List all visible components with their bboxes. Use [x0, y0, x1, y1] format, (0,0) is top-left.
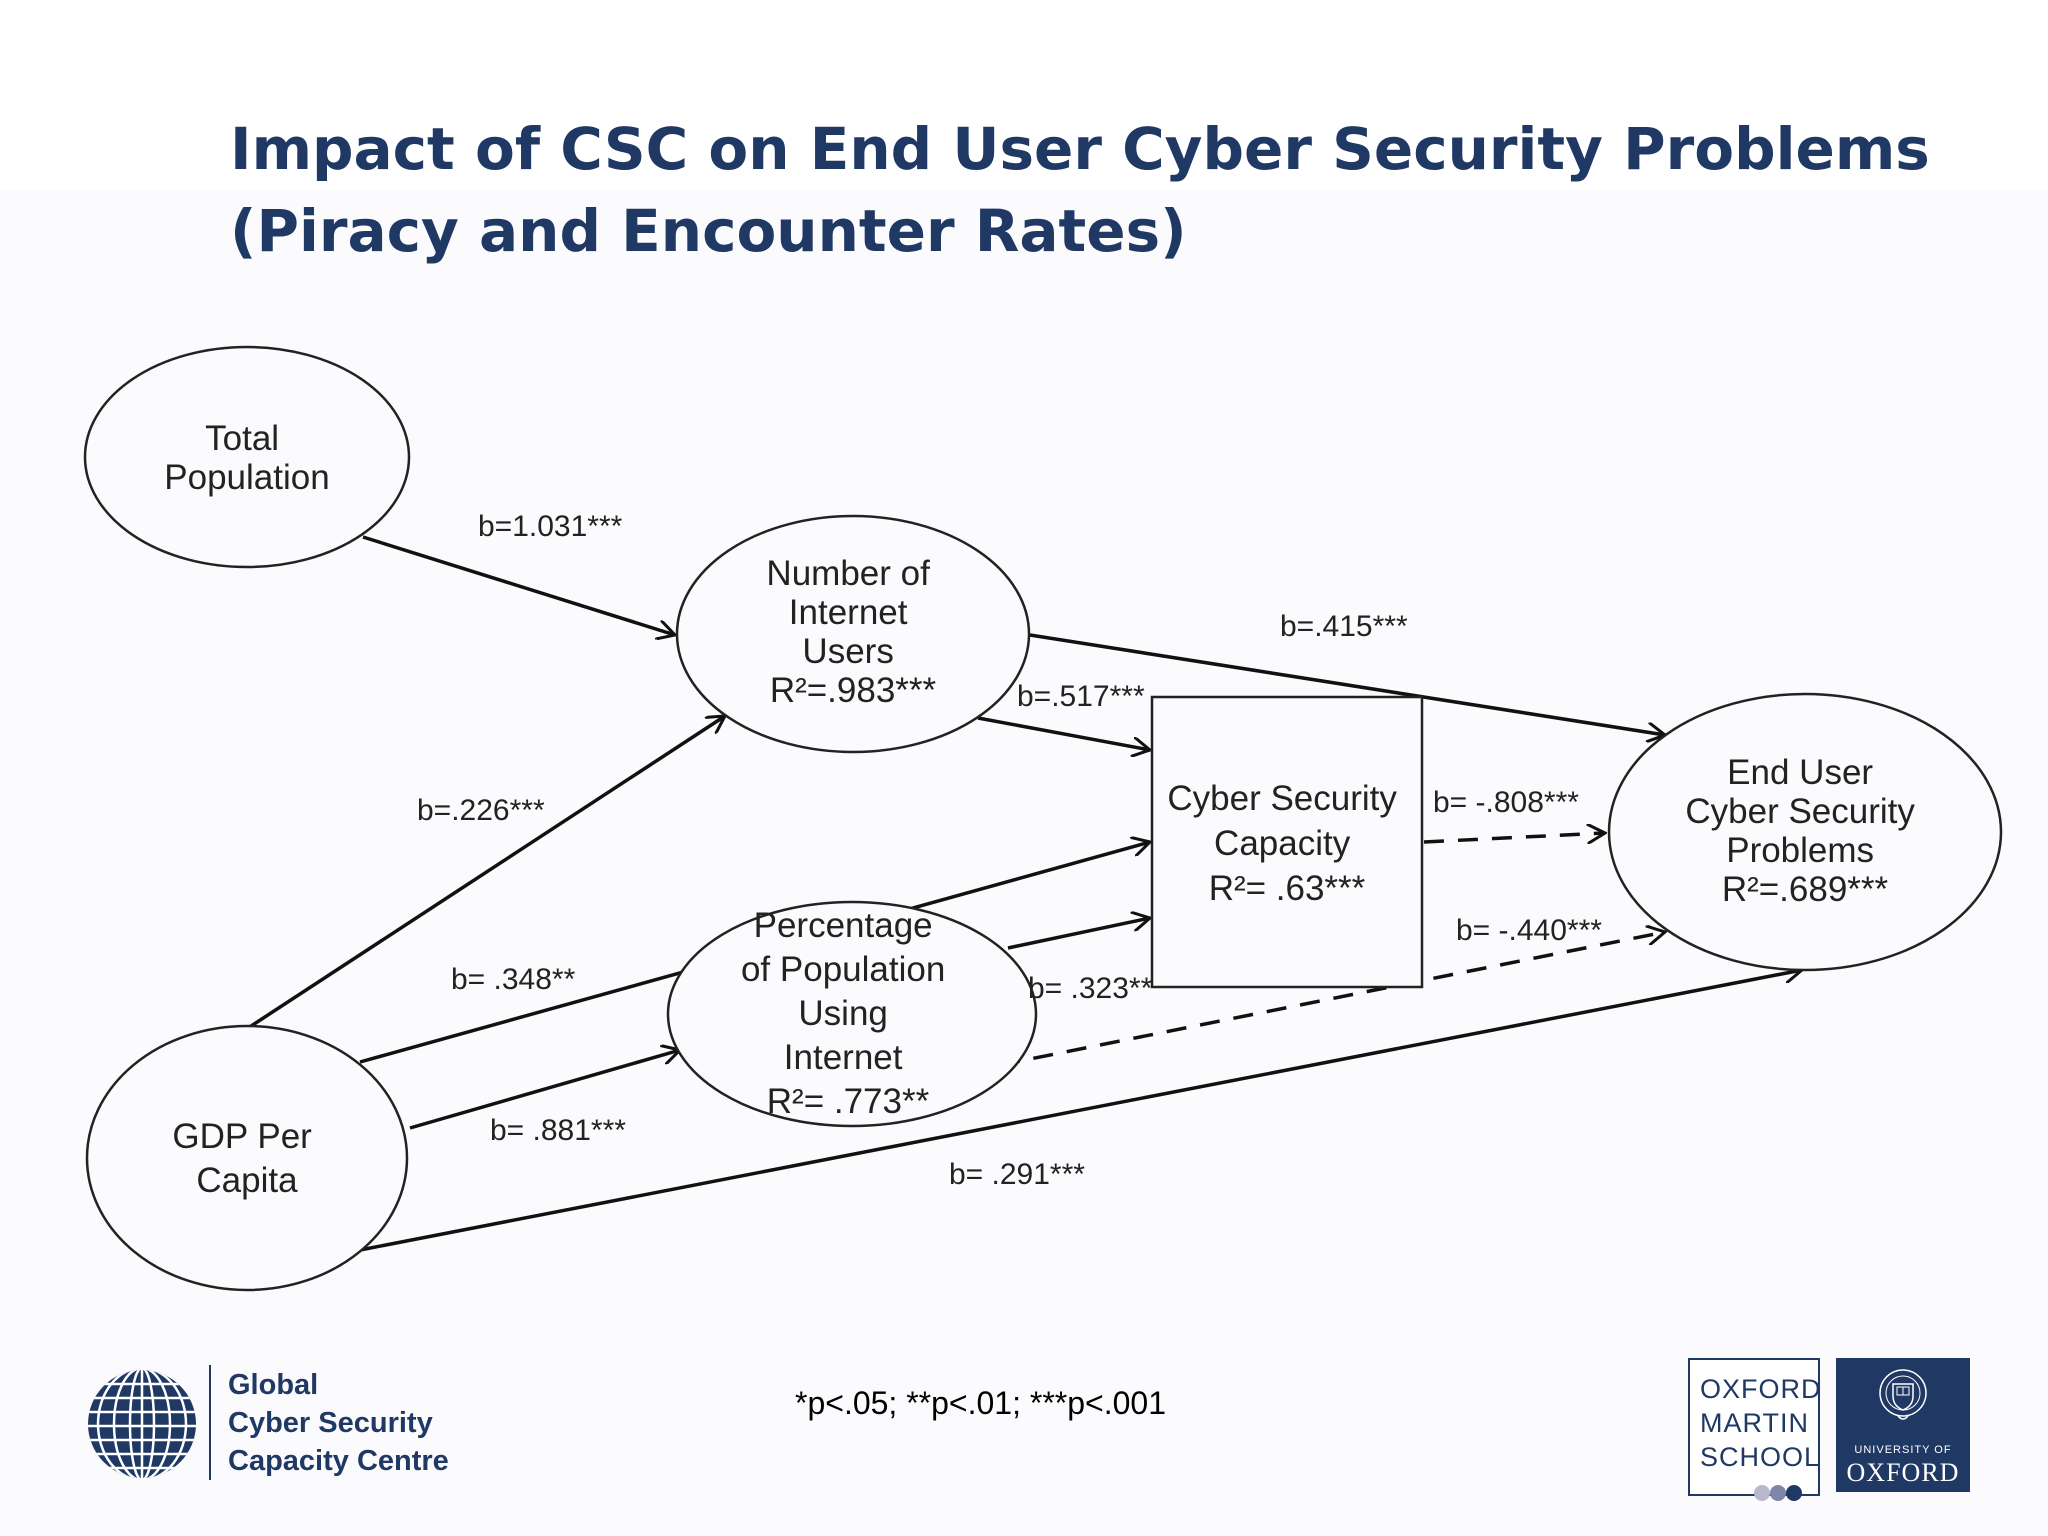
gcscc-line: Global — [228, 1369, 319, 1401]
logo-divider — [209, 1365, 211, 1480]
label-line: Users — [802, 632, 893, 671]
label-line: Total — [205, 419, 279, 458]
gcscc-wordmark: Global Cyber Security Capacity Centre — [228, 1366, 449, 1480]
label-line: Internet — [784, 1038, 903, 1077]
label-line: R²= .63*** — [1209, 869, 1366, 908]
oms-wordmark: OXFORD MARTIN SCHOOL — [1700, 1372, 1822, 1474]
label-line: Cyber Security — [1685, 792, 1915, 831]
edge-label-csc-to-enduser: b= -.808*** — [1433, 786, 1579, 819]
edge-users-to-csc — [977, 716, 1150, 750]
node-internet-users — [675, 514, 1031, 754]
label-line: Population — [164, 458, 329, 497]
oxford-text: OXFORD — [1846, 1458, 1960, 1487]
label-line: End User — [1727, 753, 1873, 792]
node-csc — [1150, 695, 1424, 989]
node-end-user-label: End User Cyber Security Problems R²=.689… — [1685, 753, 1924, 909]
dots-icon — [1754, 1485, 1802, 1501]
node-gdp-label: GDP Per Capita — [172, 1117, 321, 1200]
label-line: Using — [798, 994, 887, 1033]
oms-line: OXFORD — [1700, 1374, 1822, 1404]
diagram-panel: Total Population GDP Per Capita Number o… — [0, 190, 2048, 1536]
node-percent-internet-label: Percentage of Population Using Internet … — [741, 906, 955, 1121]
node-total-population-label: Total Population — [164, 419, 329, 497]
label-line: Problems — [1726, 831, 1874, 870]
oms-line: MARTIN — [1700, 1408, 1810, 1438]
label-line: R²= .773** — [767, 1082, 930, 1121]
edge-label-pop-to-users: b=1.031*** — [478, 510, 623, 543]
label-line: of Population — [741, 950, 945, 989]
label-line: Capita — [196, 1161, 298, 1200]
edge-pop-to-users — [362, 535, 675, 635]
edge-label-percent-to-csc: b= .323** — [1028, 972, 1153, 1005]
oxford-martin-school-logo: OXFORD MARTIN SCHOOL — [1688, 1358, 1822, 1501]
edge-label-users-to-csc: b=.517*** — [1017, 680, 1145, 713]
label-line: R²=.689*** — [1722, 870, 1889, 909]
university-of-oxford-logo: UNIVERSITY OF OXFORD — [1836, 1358, 1970, 1492]
edge-label-gdp-to-enduser: b= .291*** — [949, 1158, 1085, 1191]
edge-gdp-to-enduser — [359, 970, 1802, 1252]
path-diagram: Total Population GDP Per Capita Number o… — [83, 345, 2003, 1292]
node-percent-internet — [666, 900, 1038, 1128]
page-title: Impact of CSC on End User Cyber Security… — [230, 108, 1930, 272]
label-line: Cyber Security — [1167, 779, 1397, 818]
edge-gdp-to-users — [244, 716, 725, 1032]
title-line-1: Impact of CSC on End User Cyber Security… — [230, 115, 1930, 183]
edge-label-gdp-to-csc: b= .348** — [451, 963, 576, 996]
edge-gdp-to-percent — [409, 1050, 680, 1130]
gcscc-line: Capacity Centre — [228, 1445, 449, 1477]
oms-line: SCHOOL — [1700, 1442, 1821, 1472]
edge-label-gdp-to-percent: b= .881*** — [490, 1114, 626, 1147]
node-csc-label: Cyber Security Capacity R²= .63*** — [1167, 779, 1406, 908]
edge-label-users-to-enduser: b=.415*** — [1280, 610, 1408, 643]
label-line: GDP Per — [172, 1117, 312, 1156]
globe-icon — [88, 1370, 196, 1478]
crest-icon — [1879, 1369, 1927, 1420]
edge-users-to-enduser — [1029, 633, 1665, 735]
edge-csc-to-enduser — [1423, 833, 1605, 842]
label-line: Percentage — [754, 906, 933, 945]
edge-label-gdp-to-users: b=.226*** — [417, 794, 545, 827]
edge-label-percent-to-enduser: b= -.440*** — [1456, 914, 1602, 947]
significance-footnote: *p<.05; **p<.01; ***p<.001 — [795, 1385, 1166, 1421]
edge-percent-to-enduser — [999, 932, 1665, 1067]
gcscc-line: Cyber Security — [228, 1407, 433, 1439]
label-line: R²=.983*** — [770, 671, 937, 710]
node-internet-users-label: Number of Internet Users R²=.983*** — [766, 554, 939, 710]
university-of-text: UNIVERSITY OF — [1854, 1444, 1952, 1456]
node-end-user — [1607, 692, 2003, 972]
label-line: Number of — [766, 554, 930, 593]
edge-percent-to-csc — [1007, 918, 1150, 950]
node-gdp-per-capita — [85, 1024, 409, 1292]
node-total-population — [83, 345, 411, 569]
label-line: Internet — [789, 593, 908, 632]
title-line-2: (Piracy and Encounter Rates) — [230, 197, 1187, 265]
label-line: Capacity — [1214, 824, 1351, 863]
